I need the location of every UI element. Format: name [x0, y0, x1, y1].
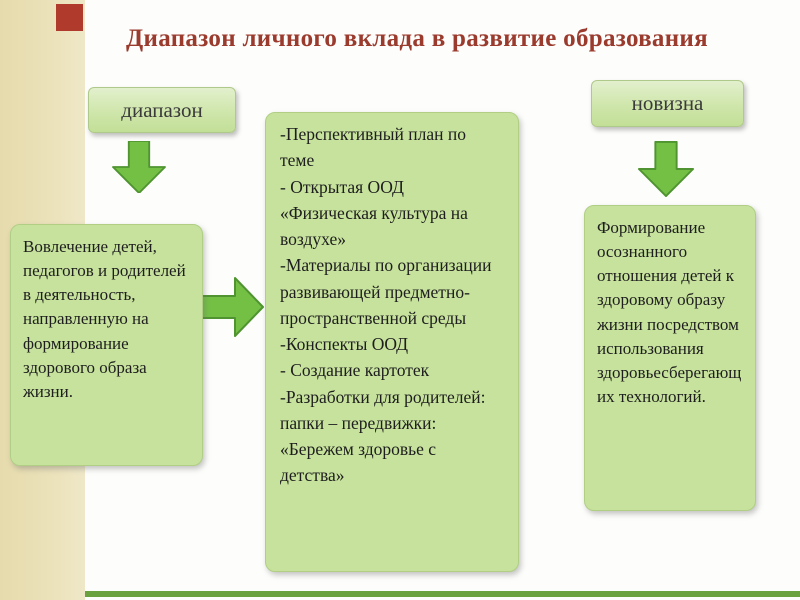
- novizna-label-box: новизна: [591, 80, 744, 127]
- list-item: - Открытая ООД «Физическая культура на в…: [280, 176, 468, 250]
- down-arrow-icon: [637, 141, 695, 197]
- diapason-label: диапазон: [121, 97, 203, 122]
- down-arrow-icon: [110, 141, 168, 193]
- list-item: - Создание картотек: [280, 360, 430, 381]
- accent-square: [56, 4, 83, 31]
- diapason-content-text: Вовлечение детей, педагогов и родителей …: [23, 237, 186, 401]
- right-arrow-icon: [201, 276, 265, 338]
- list-item: -Конспекты ООД: [280, 334, 409, 354]
- bottom-divider: [85, 591, 800, 597]
- novizna-label: новизна: [631, 91, 704, 115]
- list-item: -Разработки для родителей: папки – перед…: [280, 386, 486, 486]
- list-item: -Материалы по организации развивающей пр…: [280, 255, 492, 328]
- slide-title: Диапазон личного вклада в развитие образ…: [126, 25, 708, 52]
- novizna-content-box: Формирование осознанного отношения детей…: [584, 205, 756, 511]
- center-list-box: -Перспективный план по теме - Открытая О…: [265, 112, 519, 572]
- diapason-label-box: диапазон: [88, 87, 236, 133]
- list-item: -Перспективный план по теме: [280, 124, 467, 171]
- diapason-content-box: Вовлечение детей, педагогов и родителей …: [10, 224, 203, 466]
- novizna-content-text: Формирование осознанного отношения детей…: [597, 218, 742, 406]
